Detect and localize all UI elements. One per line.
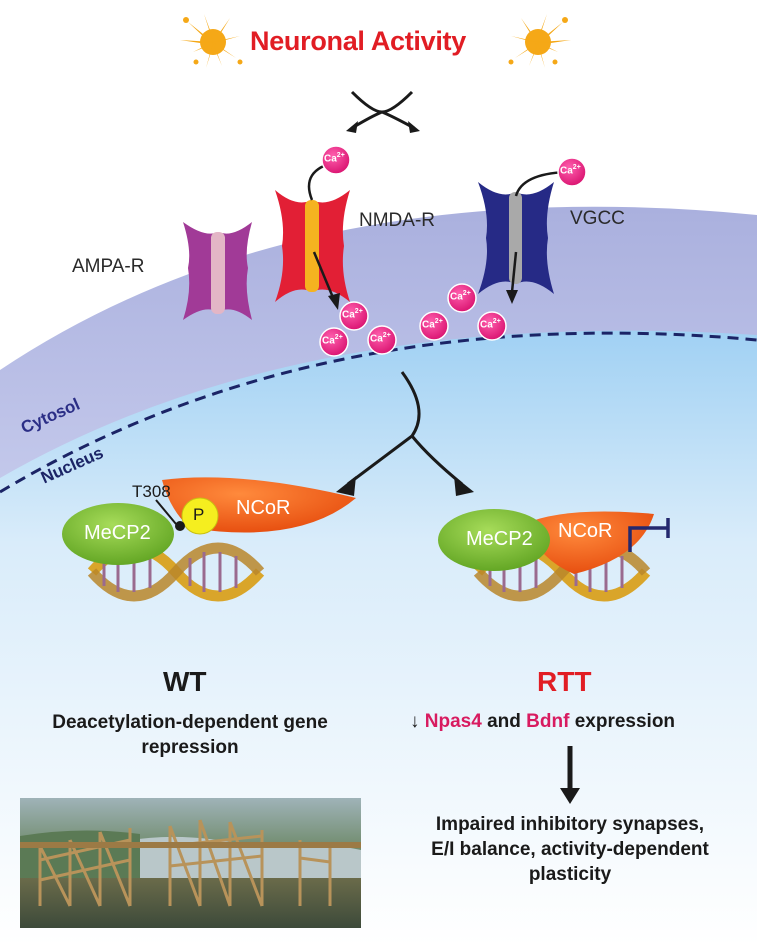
phospho-group-icon	[181, 497, 219, 535]
calcium-ion-icon	[367, 325, 397, 355]
ampa-receptor-label: AMPA-R	[72, 256, 145, 277]
calcium-ion-label: Ca2+	[450, 290, 471, 303]
calcium-ion-icon	[339, 301, 369, 331]
calcium-ion-label: Ca2+	[422, 318, 443, 331]
rtt-mecp2-label: MeCP2	[466, 528, 533, 550]
vgcc-label: VGCC	[570, 208, 625, 229]
calcium-ion-icon	[319, 327, 349, 357]
calcium-ion-label: Ca2+	[322, 334, 343, 347]
rtt-ncor-shape	[524, 511, 654, 574]
calcium-ion-icon	[477, 311, 507, 341]
calcium-ion-icon	[557, 157, 587, 187]
wt-description: Deacetylation-dependent gene repression	[52, 712, 328, 758]
nmda-receptor-label: NMDA-R	[359, 210, 435, 231]
rtt-mecp2-shape	[438, 509, 550, 571]
sunburst-left-icon	[180, 14, 243, 68]
wt-ncor-label: NCoR	[236, 497, 291, 519]
calcium-ion-icon	[447, 283, 477, 313]
vgcc-channel-icon	[478, 182, 554, 294]
wt-mecp2-label: MeCP2	[84, 522, 151, 544]
activity-split-arrow-icon	[350, 90, 415, 130]
rtt-outcome-arrow	[560, 746, 580, 804]
t308-site-dot	[175, 521, 185, 531]
phospho-label: P	[193, 505, 205, 524]
rtt-expression-line: ↓ Npas4 and Bdnf expression	[410, 711, 676, 732]
calcium-ion-icon	[321, 145, 351, 175]
title-neuronal-activity: Neuronal Activity	[250, 26, 466, 56]
calcium-ion-label: Ca2+	[342, 308, 363, 321]
t308-site-label: T308	[132, 482, 171, 501]
calcium-ion-icon	[419, 311, 449, 341]
rtt-heading: RTT	[537, 666, 592, 697]
repression-mark-icon	[628, 526, 668, 552]
ampa-receptor-icon	[183, 222, 252, 320]
calcium-ions	[319, 145, 587, 357]
wt-heading: WT	[163, 666, 207, 697]
calcium-ion-label: Ca2+	[370, 332, 391, 345]
wt-mecp2-shape	[62, 503, 174, 565]
nmda-receptor-icon	[275, 190, 350, 302]
bridge-photo	[20, 798, 361, 928]
rtt-ncor-label: NCoR	[558, 520, 613, 542]
sunburst-right-icon	[508, 14, 571, 68]
rtt-outcome: Impaired inhibitory synapses, E/I balanc…	[431, 814, 709, 885]
calcium-ion-label: Ca2+	[324, 152, 345, 165]
calcium-ion-label: Ca2+	[480, 318, 501, 331]
calcium-ion-label: Ca2+	[560, 164, 581, 177]
